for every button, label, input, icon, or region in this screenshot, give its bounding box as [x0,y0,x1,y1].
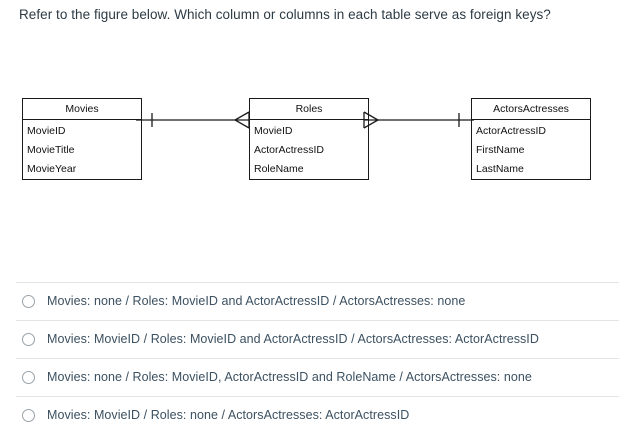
er-table-roles: Roles MovieID ActorActressID RoleName [249,98,369,180]
answer-option-label: Movies: none / Roles: MovieID and ActorA… [47,294,466,308]
er-field: ActorActressID [254,144,325,156]
er-field-list: ActorActressID FirstName LastName [472,122,590,179]
er-field: MovieID [27,125,66,137]
answer-option[interactable]: Movies: MovieID / Roles: MovieID and Act… [16,320,619,358]
radio-button-icon[interactable] [22,371,35,384]
radio-button-icon[interactable] [22,333,35,346]
answer-option[interactable]: Movies: none / Roles: MovieID and ActorA… [16,282,619,320]
er-diagram: Movies MovieID MovieTitle MovieYear Role… [0,88,635,188]
answer-option[interactable]: Movies: none / Roles: MovieID, ActorActr… [16,358,619,396]
answer-option-label: Movies: none / Roles: MovieID, ActorActr… [47,370,532,384]
er-field: MovieYear [27,163,77,175]
radio-button-icon[interactable] [22,409,35,422]
answer-option-label: Movies: MovieID / Roles: MovieID and Act… [47,332,539,346]
er-field-list: MovieID MovieTitle MovieYear [23,122,141,179]
er-field: ActorActressID [476,125,547,137]
er-field: RoleName [254,163,304,175]
er-table-movies: Movies MovieID MovieTitle MovieYear [22,98,142,180]
er-table-title: Roles [250,99,368,120]
radio-button-icon[interactable] [22,295,35,308]
er-table-title: ActorsActresses [472,99,590,120]
answer-option-label: Movies: MovieID / Roles: none / ActorsAc… [47,408,410,422]
er-table-title: Movies [23,99,141,120]
relationship-roles-actorsactresses [363,111,474,129]
er-field: FirstName [476,144,525,156]
answer-option[interactable]: Movies: MovieID / Roles: none / ActorsAc… [16,396,619,434]
question-prompt: Refer to the figure below. Which column … [19,7,551,22]
er-field: MovieID [254,125,293,137]
er-field: MovieTitle [27,144,75,156]
er-field: LastName [476,163,524,175]
cardinality-many-marker [233,111,250,129]
er-table-actorsactresses: ActorsActresses ActorActressID FirstName… [471,98,591,180]
er-field-list: MovieID ActorActressID RoleName [250,122,368,179]
relationship-movies-roles [136,111,250,129]
answer-options-list: Movies: none / Roles: MovieID and ActorA… [16,282,619,434]
